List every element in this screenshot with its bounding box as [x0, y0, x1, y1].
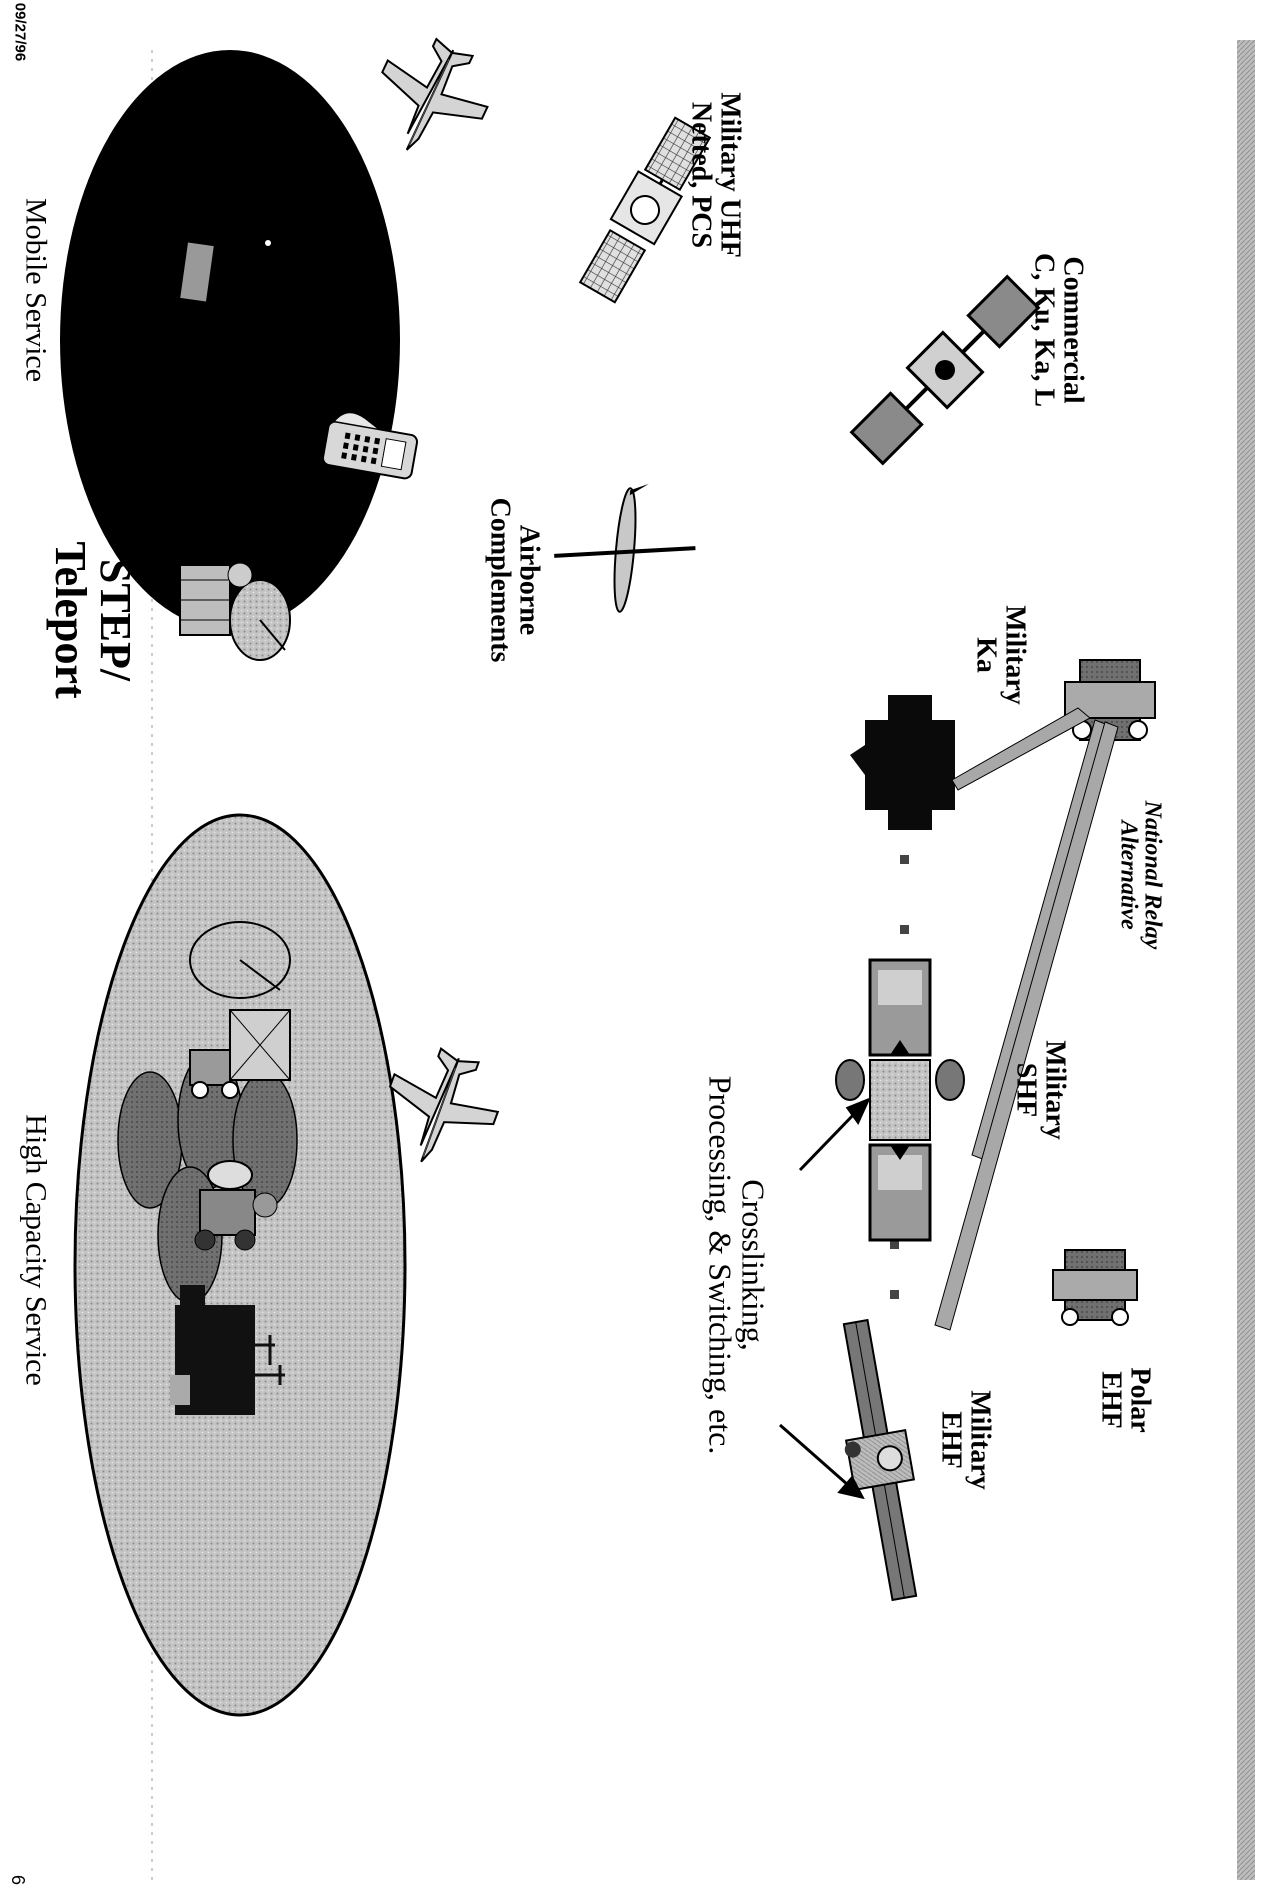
high-capacity-ellipse	[73, 813, 407, 1717]
label-commercial: Commercial C, Ku, Ka, L	[1029, 252, 1089, 408]
page-number: 6	[8, 1874, 29, 1886]
label-military-ka: Military Ka	[971, 605, 1031, 705]
label-mobile-service: Mobile Service	[19, 197, 53, 383]
label-polar-ehf: Polar EHF	[1096, 1367, 1156, 1433]
vehicle-icon	[194, 1160, 278, 1251]
label-military-ehf: Military EHF	[936, 1390, 996, 1490]
label-line: Ka	[971, 637, 1002, 673]
label-line: Processing, & Switching, etc.	[703, 1075, 739, 1455]
airborne-aircraft-icon	[554, 483, 696, 613]
label-line: Military	[999, 605, 1031, 705]
label-line: Military	[1039, 1040, 1071, 1140]
label-line: Netted, PCS	[686, 101, 717, 249]
label-line: STEP/	[90, 558, 140, 682]
crosslink-beams	[934, 707, 1119, 1331]
label-line: EHF	[1096, 1371, 1127, 1429]
ground-terminal-icon	[179, 562, 291, 661]
label-airborne: Airborne Complements	[485, 497, 545, 663]
label-line: Teleport	[46, 541, 95, 699]
label-line: C, Ku, Ka, L	[1029, 252, 1060, 408]
crosslinking-arrows	[779, 1097, 871, 1500]
label-line: Commercial	[1057, 256, 1089, 404]
satellite-icon	[1052, 1249, 1138, 1326]
satellite-icon	[578, 116, 712, 304]
satellite-icon	[850, 695, 955, 830]
label-line: Military	[964, 1390, 996, 1490]
header-bar	[1237, 40, 1255, 1880]
fighter-jet-icon	[381, 37, 489, 151]
label-line: SHF	[1011, 1062, 1042, 1118]
dotted-link	[890, 855, 909, 1299]
label-military-shf: Military SHF	[1011, 1040, 1071, 1140]
label-line: Alternative	[1115, 820, 1141, 930]
label-high-capacity-service: High Capacity Service	[19, 1114, 53, 1386]
satellite-icon	[842, 1318, 918, 1602]
ground-terminal-icon	[189, 921, 291, 1099]
date-stamp: 09/27/96	[11, 2, 29, 62]
label-national-relay: National Relay Alternative	[1115, 800, 1166, 950]
small-terminal-icon	[180, 242, 214, 302]
label-line: Airborne	[513, 524, 545, 636]
fighter-jet-icon	[388, 1047, 500, 1163]
label-crosslinking: Crosslinking, Processing, & Switching, e…	[703, 1075, 772, 1455]
label-military-uhf: Military UHF Netted, PCS	[686, 92, 746, 258]
satellite-icon	[835, 958, 965, 1242]
label-line: Military UHF	[714, 92, 746, 258]
label-step-teleport: STEP/ Teleport	[46, 541, 140, 699]
handheld-phone-icon	[321, 412, 419, 480]
label-line: Crosslinking,	[735, 1179, 772, 1351]
label-line: National Relay	[1139, 800, 1166, 950]
label-line: Complements	[485, 497, 516, 663]
ship-icon	[170, 1285, 285, 1415]
label-line: Polar	[1124, 1367, 1156, 1433]
label-line: EHF	[936, 1411, 967, 1469]
satellite-icon	[849, 274, 1041, 466]
mobile-service-ellipse	[60, 50, 400, 630]
